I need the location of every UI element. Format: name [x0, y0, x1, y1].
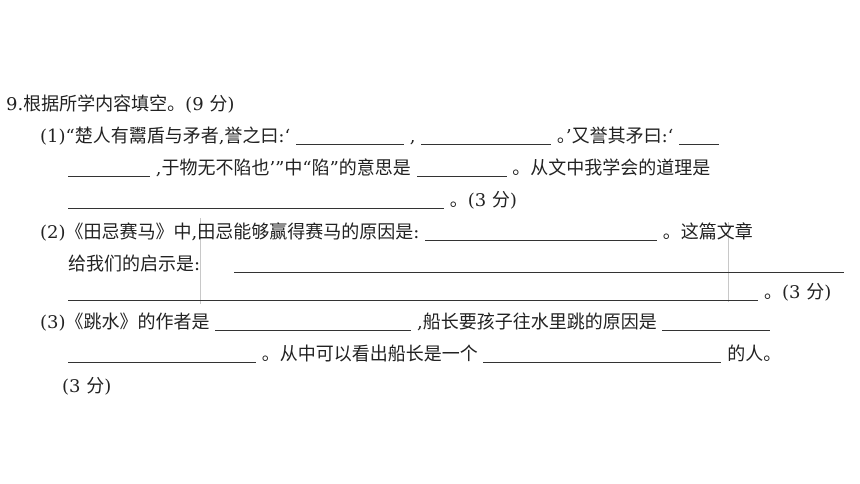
scan-artifact-line — [200, 218, 201, 304]
part1-blank-2[interactable] — [421, 122, 552, 145]
part1-blank-3[interactable] — [679, 122, 720, 145]
part2-text-d: 。(3 分) — [764, 282, 832, 303]
part1-blank-lesson[interactable] — [68, 186, 444, 209]
part1-text-c: 。’又誉其矛曰:‘ — [556, 126, 674, 147]
part3-line1: (3)《跳水》的作者是 ,船长要孩子往水里跳的原因是 — [40, 308, 771, 338]
part2-text-c: 给我们的启示是: — [68, 254, 201, 275]
part2-line3: 。(3 分) — [764, 278, 831, 308]
part1-text-f: 。(3 分) — [449, 190, 517, 211]
part1-line3: 。(3 分) — [68, 186, 517, 216]
part3-line3: (3 分) — [62, 372, 111, 402]
part1-text-a: (1)“楚人有鬻盾与矛者,誉之曰:‘ — [40, 126, 291, 147]
part1-text-b: , — [409, 126, 416, 147]
part1-blank-1[interactable] — [295, 122, 404, 145]
question-title-text: 9.根据所学内容填空。(9 分) — [6, 94, 235, 115]
part2-blank-lesson-line1[interactable] — [234, 272, 844, 273]
part1-line2: ,于物无不陷也’”中“陷”的意思是 。从文中我学会的道理是 — [68, 154, 710, 184]
part3-blank-reason-continued[interactable] — [68, 340, 256, 363]
part1-blank-3-continued[interactable] — [68, 154, 150, 177]
part1-text-e: 。从文中我学会的道理是 — [512, 158, 711, 179]
part3-text-b: ,船长要孩子往水里跳的原因是 — [416, 312, 657, 333]
part2-blank-lesson-line2[interactable] — [68, 300, 758, 301]
scan-artifact-line — [728, 222, 729, 302]
part2-line1: (2)《田忌赛马》中,田忌能够赢得赛马的原因是: 。这篇文章 — [40, 218, 753, 248]
part2-text-b: 。这篇文章 — [662, 222, 753, 243]
part3-blank-reason[interactable] — [662, 308, 771, 331]
part3-text-e: (3 分) — [62, 376, 112, 397]
part1-blank-meaning[interactable] — [416, 154, 507, 177]
part3-line2: 。从中可以看出船长是一个 的人。 — [68, 340, 781, 370]
part2-blank-reason[interactable] — [425, 218, 658, 241]
part2-line2: 给我们的启示是: — [68, 250, 200, 280]
part3-blank-author[interactable] — [215, 308, 412, 331]
part3-text-a: (3)《跳水》的作者是 — [40, 312, 210, 333]
part3-text-d: 的人。 — [727, 344, 782, 365]
part2-text-a: (2)《田忌赛马》中,田忌能够赢得赛马的原因是: — [40, 222, 420, 243]
part3-blank-captain[interactable] — [483, 340, 722, 363]
part1-text-d: ,于物无不陷也’”中“陷”的意思是 — [155, 158, 411, 179]
part3-text-c: 。从中可以看出船长是一个 — [261, 344, 478, 365]
part1-line1: (1)“楚人有鬻盾与矛者,誉之曰:‘ , 。’又誉其矛曰:‘ — [40, 122, 720, 152]
question-title: 9.根据所学内容填空。(9 分) — [6, 90, 234, 120]
